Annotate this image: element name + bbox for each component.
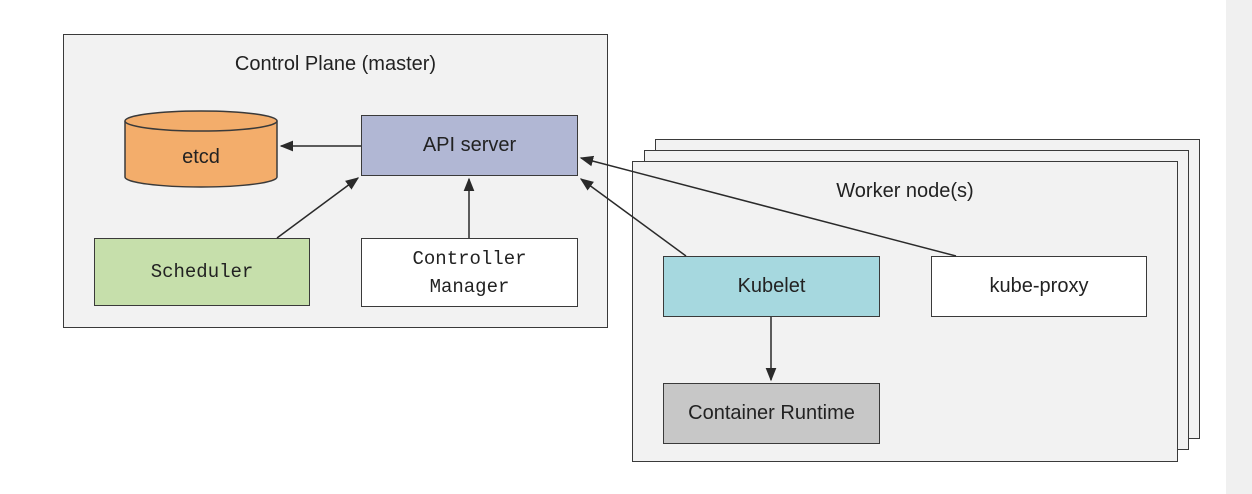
controller-manager-label: Controller Manager	[412, 247, 527, 298]
arrow-scheduler-to-api	[276, 177, 360, 239]
arrow-kubeproxy-to-api	[579, 155, 957, 257]
worker-node-title: Worker node(s)	[836, 180, 974, 202]
control-plane-title: Control Plane (master)	[234, 53, 437, 75]
api-server-box: API server	[361, 115, 578, 176]
controller-manager-box: Controller Manager	[361, 238, 578, 307]
etcd-label: etcd	[182, 145, 220, 168]
scheduler-box: Scheduler	[94, 238, 310, 306]
page-edge-strip	[1226, 0, 1252, 494]
kube-proxy-label: kube-proxy	[989, 275, 1089, 297]
arrow-kubelet-to-api	[579, 178, 687, 257]
kube-proxy-box: kube-proxy	[931, 256, 1147, 317]
api-server-label: API server	[422, 134, 517, 156]
kubelet-box: Kubelet	[663, 256, 880, 317]
kubelet-label: Kubelet	[737, 275, 806, 297]
scheduler-label: Scheduler	[150, 261, 254, 283]
container-runtime-label: Container Runtime	[688, 402, 855, 424]
container-runtime-box: Container Runtime	[663, 383, 880, 444]
